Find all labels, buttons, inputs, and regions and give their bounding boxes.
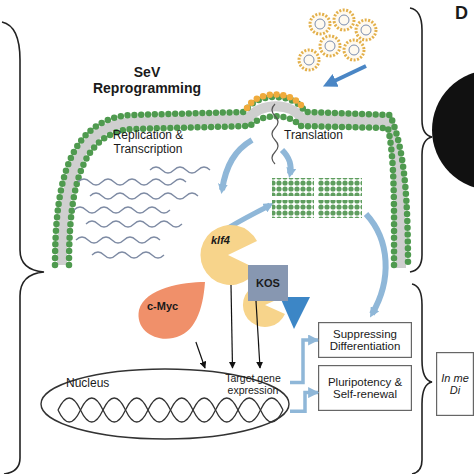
viral-rna	[272, 104, 278, 164]
right-bracket	[410, 8, 432, 272]
process-label: Replication & Transcription	[92, 128, 204, 156]
partial-box: In me Di	[436, 352, 474, 416]
outcome-box: Pluripotency & Self-renewal	[318, 365, 412, 411]
kos-square	[248, 265, 288, 301]
connector-arrow	[196, 342, 205, 368]
box-outline	[319, 366, 412, 411]
connector-arrow	[290, 340, 318, 382]
node-text: c-Myc	[147, 300, 178, 312]
rna-strands	[74, 167, 210, 258]
box-outline	[437, 353, 474, 416]
dna-helix	[58, 398, 283, 422]
flow-arrow	[366, 214, 386, 314]
connector-arrow	[256, 301, 260, 368]
right-bracket	[412, 284, 432, 474]
node-text: In me Di	[439, 372, 471, 396]
nucleus-outline	[41, 369, 289, 439]
flow-arrow	[222, 140, 252, 190]
virus-genome	[304, 15, 371, 65]
kos-triangle	[280, 297, 310, 329]
node-text: Nucleus	[66, 376, 109, 390]
node-text: KOS	[256, 277, 280, 289]
black-circle	[432, 70, 474, 190]
fused-envelope	[247, 95, 303, 109]
process-label: Target gene expression	[220, 372, 286, 396]
node-text: Suppressing Differentiation	[322, 328, 408, 352]
entry-arrow	[328, 66, 366, 84]
c-myc-protein: c-Myc	[135, 280, 205, 342]
panel-letter: D	[455, 3, 474, 24]
box-outline	[319, 323, 412, 358]
panel-title: SeV Reprogramming	[82, 64, 212, 96]
connector-arrow	[231, 285, 233, 368]
flow-arrow	[282, 150, 291, 174]
connector-arrow	[290, 393, 318, 412]
outcome-box: Suppressing Differentiation	[318, 322, 412, 358]
process-label: Translation	[284, 128, 364, 142]
node-text: klf4	[211, 234, 230, 246]
c-myc-shape	[138, 282, 205, 339]
left-bracket	[2, 22, 44, 474]
sendai-virus-particles	[299, 10, 376, 70]
translated-proteins	[272, 178, 362, 218]
kos-protein: KOS	[248, 265, 288, 301]
node-text: Pluripotency & Self-renewal	[322, 376, 408, 400]
